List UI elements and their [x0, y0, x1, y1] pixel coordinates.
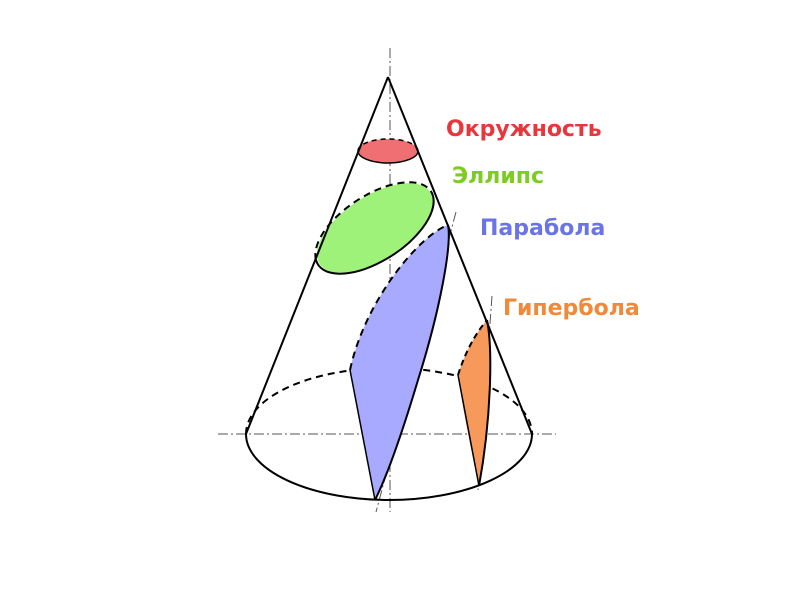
label-hyperbola: Гипербола [503, 296, 640, 321]
hyperbola-chord [457, 374, 480, 487]
hyperbola-curve-back [457, 319, 488, 376]
hyperbola-curve-front [478, 319, 492, 487]
label-circle: Окружность [446, 117, 602, 142]
ellipse-curve-front [315, 195, 435, 275]
label-parabola: Парабола [480, 216, 606, 241]
ellipse-curve-back [314, 181, 434, 261]
circle-curve-front [357, 150, 419, 164]
hyperbola-section [457, 319, 492, 487]
ellipse-section [314, 181, 435, 275]
label-ellipse: Эллипс [452, 164, 545, 189]
ellipse-region [316, 183, 434, 273]
cone-sides [245, 76, 533, 435]
circle-region [358, 139, 418, 163]
parabola-region [350, 225, 449, 500]
parabola-section [349, 224, 450, 501]
hyperbola-region [458, 320, 491, 486]
cone-left-side [245, 76, 389, 435]
parabola-chord [349, 369, 376, 501]
cone-base-front [245, 433, 533, 501]
parabola-curve-back [349, 224, 449, 371]
cone-right-side [387, 76, 533, 435]
circle-section [357, 138, 419, 164]
parabola-curve-front [374, 224, 450, 501]
